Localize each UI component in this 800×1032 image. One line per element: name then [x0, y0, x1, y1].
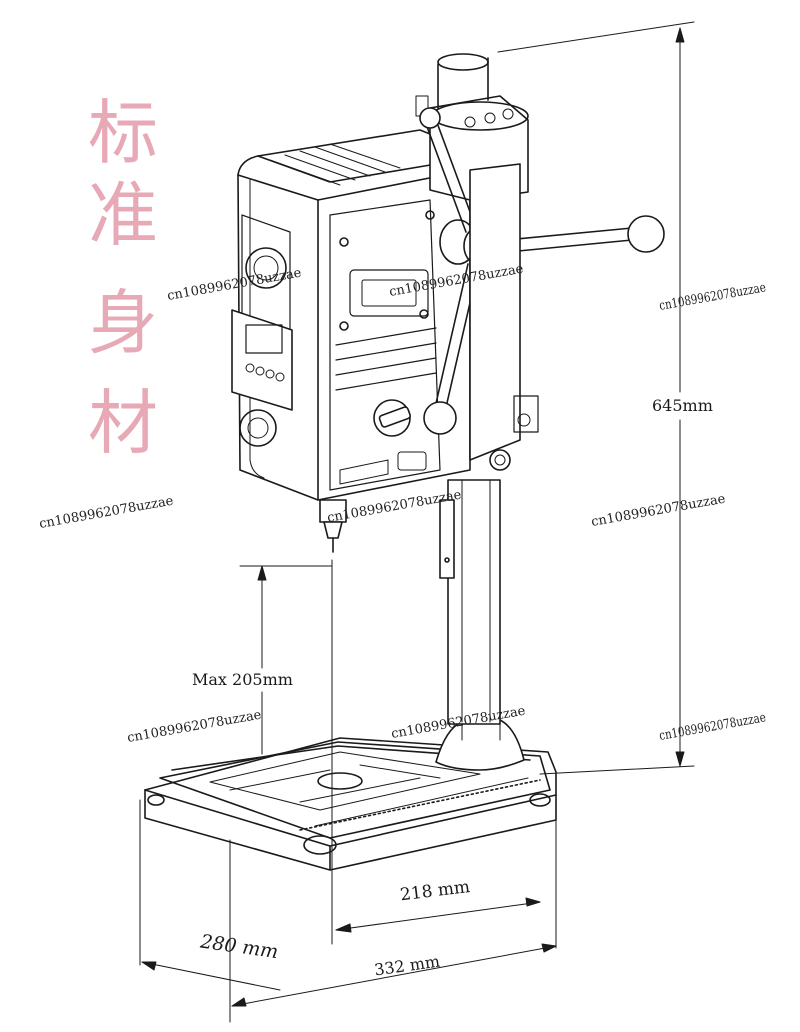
- dim-max-205: Max 205mm: [192, 670, 293, 689]
- watermark-3: cn1089962078uzzae: [658, 280, 767, 314]
- title-char-2: 准: [88, 174, 158, 256]
- dim-332: 332 mm: [373, 952, 441, 980]
- spindle-chuck: [319, 499, 347, 553]
- title-char-3: 身: [88, 282, 158, 364]
- column: [435, 479, 525, 771]
- base-plate: [144, 737, 557, 871]
- dim-218: 218 mm: [399, 877, 471, 905]
- watermark-9: cn1089962078uzzae: [658, 710, 767, 744]
- dimension-lines: [139, 21, 695, 1023]
- dim-280: 280 mm: [198, 930, 280, 963]
- column-collar: [469, 163, 539, 471]
- watermark-4: cn1089962078uzzae: [38, 494, 175, 532]
- watermark-7: cn1089962078uzzae: [126, 708, 263, 746]
- dim-645: 645mm: [652, 396, 713, 415]
- front-panel: [231, 214, 293, 447]
- title-char-4: 材: [88, 382, 158, 464]
- title-char-1: 标: [88, 92, 158, 174]
- depth-rod: [439, 499, 455, 579]
- watermark-6: cn1089962078uzzae: [590, 492, 727, 530]
